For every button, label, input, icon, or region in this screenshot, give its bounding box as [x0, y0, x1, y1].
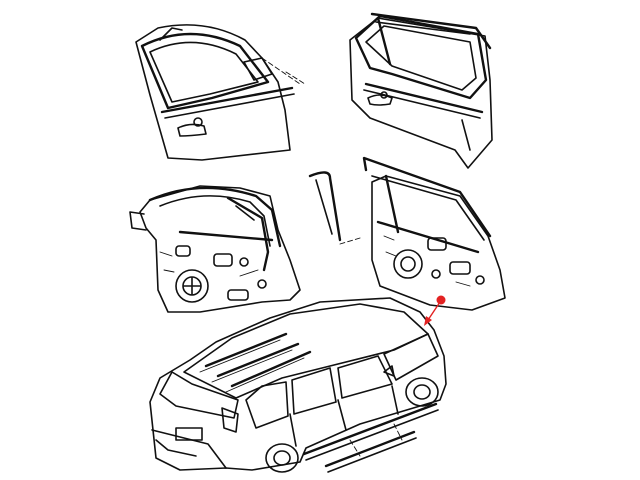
rear-bumper-lower	[155, 439, 197, 457]
rear-window	[159, 371, 239, 419]
rear-speaker	[393, 249, 423, 279]
rear-exploded-seal-inner	[315, 179, 333, 235]
side-window-rear	[245, 381, 289, 429]
rear-speaker-cone	[400, 256, 416, 272]
rear-door-glass-run	[365, 25, 477, 91]
rear-door-lock	[380, 91, 388, 99]
rear-exploded-seal	[308, 171, 342, 242]
taillight	[221, 407, 239, 433]
roof-rail-2	[216, 342, 300, 378]
roof-rail-shadows	[199, 339, 305, 393]
callout-dot	[436, 295, 446, 305]
front-speaker-detail	[183, 277, 201, 295]
front-door-inner-view	[129, 185, 301, 313]
front-belt-molding-lower	[164, 93, 295, 119]
side-window-front	[337, 355, 393, 399]
rear-top-seal-inner	[375, 21, 471, 35]
front-fastener-2	[257, 279, 267, 289]
rear-bumper	[151, 429, 227, 469]
sill-explode-lines	[349, 423, 403, 457]
side-mirror	[383, 365, 395, 377]
door-seams	[289, 385, 399, 447]
front-door-window-frame	[140, 32, 270, 110]
sill-molding-1-lower	[305, 409, 439, 461]
rear-access-hole-1	[427, 237, 447, 251]
rear-fastener-2	[475, 275, 485, 285]
rear-inner-details	[383, 235, 471, 287]
rear-fastener-1	[431, 269, 441, 279]
front-hinge	[129, 211, 147, 231]
sill-molding-1	[302, 402, 438, 456]
front-wheel	[405, 377, 439, 407]
roof-rail-1	[204, 332, 288, 368]
sill-molding-2-lower	[327, 437, 417, 473]
front-glass-channel-inner	[235, 205, 255, 221]
rear-division-bar	[376, 16, 392, 66]
rear-belt-molding	[364, 82, 484, 114]
rear-inner-frame-2	[371, 175, 485, 241]
rear-door-edge	[461, 119, 471, 151]
front-fastener-1	[239, 257, 249, 267]
front-inner-frame	[148, 186, 282, 248]
rear-door-outer-view	[349, 12, 493, 169]
callout-arrowhead	[424, 316, 432, 326]
sill-molding-2	[324, 430, 416, 468]
front-wheel-hub	[413, 384, 431, 400]
front-mirror-mount	[243, 57, 273, 81]
rear-inner-belt	[376, 220, 480, 254]
rear-explode-line	[339, 237, 361, 245]
front-explode-line-2	[285, 71, 306, 85]
front-door-outer-view	[135, 24, 306, 161]
vehicle-view	[149, 297, 447, 473]
rear-door-inner-view	[308, 156, 506, 311]
front-explode-line-1	[261, 57, 301, 85]
side-window-middle	[291, 367, 337, 415]
front-access-hole-3	[227, 289, 249, 301]
roof-rail-3	[230, 350, 312, 388]
front-glass-channel	[226, 196, 270, 272]
license-plate	[175, 427, 203, 441]
front-door-lock	[193, 117, 203, 127]
front-access-hole-2	[213, 253, 233, 267]
rear-inner-panel	[371, 175, 506, 311]
front-frame-corner	[159, 27, 183, 41]
front-access-hole-1	[175, 245, 191, 257]
front-inner-belt	[178, 230, 274, 242]
front-speaker	[175, 269, 209, 303]
callout-indicator	[424, 295, 446, 326]
front-door-handle	[177, 123, 207, 137]
front-door-glass-run	[149, 41, 259, 103]
rear-wheel	[265, 443, 299, 473]
front-inner-frame-2	[159, 195, 271, 247]
rear-door-shell	[349, 17, 493, 169]
front-belt-molding	[160, 86, 294, 114]
front-speaker-cone	[182, 276, 202, 296]
rear-door-handle	[367, 94, 393, 106]
callout-leader	[427, 301, 441, 321]
rear-wheel-hub	[273, 450, 291, 466]
front-inner-details	[159, 251, 259, 277]
rear-top-seal	[370, 12, 492, 50]
rear-access-hole-2	[449, 261, 471, 275]
rear-inner-division	[384, 174, 400, 234]
windshield	[383, 333, 439, 381]
rear-door-window-frame	[354, 14, 488, 100]
rear-inner-frame	[362, 156, 492, 238]
